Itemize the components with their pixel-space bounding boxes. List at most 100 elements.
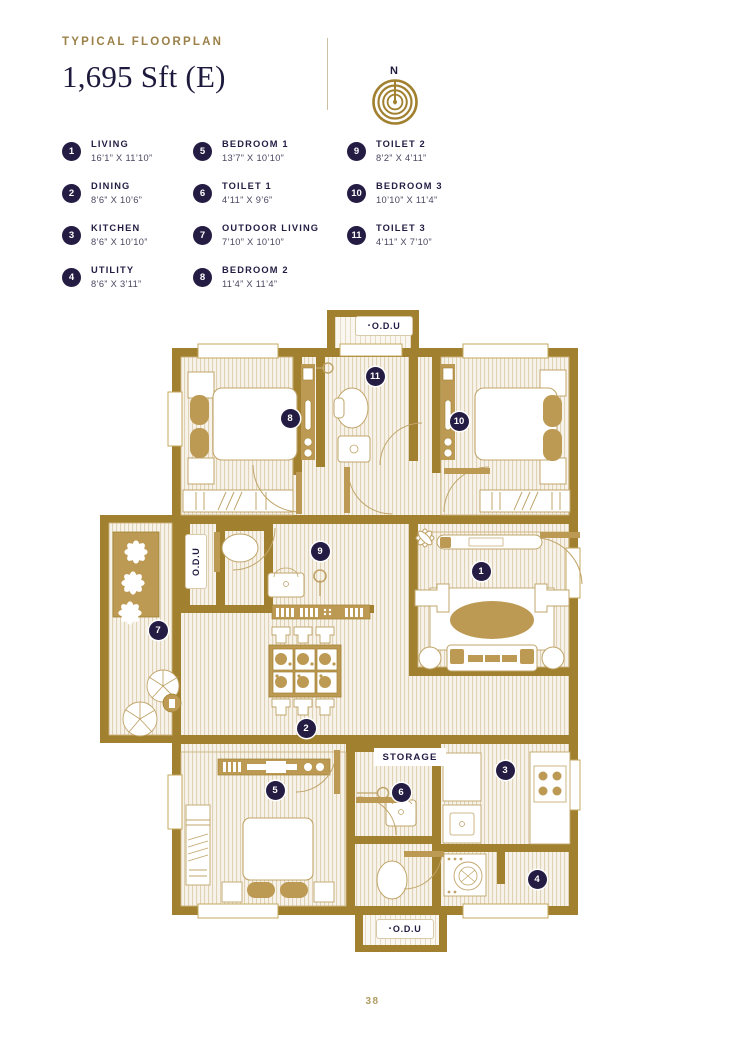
legend-room-dim: 8’6” X 10’6” [91, 195, 143, 205]
legend-badge: 8 [193, 268, 212, 287]
legend-room-name: UTILITY [91, 265, 135, 275]
legend-room-name: TOILET 1 [222, 181, 272, 191]
plan-marker-bedroom-3[interactable]: 10 [449, 411, 469, 431]
legend-column-3: 9 TOILET 2 8’2” X 4’11” 10 BEDROOM 3 10’… [347, 138, 497, 264]
door-leaf-bedroom-1 [334, 750, 340, 794]
door-swing-toilet-3 [379, 422, 423, 466]
plan-marker-bedroom-1[interactable]: 5 [265, 780, 285, 800]
toilet-2-fixtures [221, 533, 305, 598]
legend-badge: 9 [347, 142, 366, 161]
plan-marker-dining[interactable]: 2 [296, 718, 316, 738]
door-leaf-toilet-2 [214, 532, 220, 572]
plan-marker-living[interactable]: 1 [471, 561, 491, 581]
bedroom-1-furniture [185, 758, 335, 903]
living-furniture [414, 528, 570, 672]
legend-room-name: KITCHEN [91, 223, 141, 233]
legend-room-name: DINING [91, 181, 131, 191]
door-swing-toilet-2 [232, 527, 276, 571]
utility-fixtures [443, 853, 487, 897]
legend-room-dim: 4’11” X 9’6” [222, 195, 273, 205]
plan-marker-utility[interactable]: 4 [527, 869, 547, 889]
legend-item-bedroom-2: 8 BEDROOM 2 11’4” X 11’4” [193, 264, 343, 306]
legend-room-name: BEDROOM 3 [376, 181, 443, 191]
plan-marker-bedroom-2[interactable]: 8 [280, 408, 300, 428]
dining-furniture [268, 604, 371, 716]
legend-item-outdoor-living: 7 OUTDOOR LIVING 7’10” X 10’10” [193, 222, 343, 264]
legend-badge: 10 [347, 184, 366, 203]
legend-room-dim: 16’1” X 11’10” [91, 153, 153, 163]
washing-machine [443, 853, 487, 897]
planter-flowers [118, 540, 148, 625]
outdoor-living-furniture [112, 531, 182, 737]
legend-badge: 3 [62, 226, 81, 245]
legend-room-dim: 13’7” X 10’10” [222, 153, 285, 163]
toilet-3-fixtures [316, 362, 371, 463]
kitchen-hob [533, 765, 567, 803]
door-swing-bedroom-3 [443, 466, 490, 513]
legend-room-name: TOILET 2 [376, 139, 426, 149]
legend-item-living: 1 LIVING 16’1” X 11’10” [62, 138, 192, 180]
legend-item-bedroom-3: 10 BEDROOM 3 10’10” X 11’4” [347, 180, 497, 222]
door-leaf-bedroom-3 [444, 468, 490, 474]
door-leaf-corridor [344, 467, 350, 513]
toilet-2-tap-icon [313, 569, 327, 596]
bedroom-1-bed [242, 817, 314, 881]
legend-badge: 4 [62, 268, 81, 287]
legend-item-toilet-1: 6 TOILET 1 4’11” X 9’6” [193, 180, 343, 222]
legend-room-dim: 8’6” X 10’10” [91, 237, 148, 247]
odu-bullet-icon: · [388, 922, 393, 935]
living-entry-door [539, 532, 583, 585]
legend-room-dim: 10’10” X 11’4” [376, 195, 438, 205]
legend-item-utility: 4 UTILITY 8’6” X 3’11” [62, 264, 192, 306]
odu-label-bottom: ·O.D.U [376, 919, 434, 939]
header-kicker: TYPICAL FLOORPLAN [62, 36, 224, 48]
legend-room-name: BEDROOM 1 [222, 139, 289, 149]
bedroom-3-furniture [441, 364, 571, 513]
header-divider [327, 38, 328, 110]
legend-badge: 2 [62, 184, 81, 203]
legend-room-dim: 7’10” X 10’10” [222, 237, 285, 247]
legend-room-name: BEDROOM 2 [222, 265, 289, 275]
plan-marker-toilet-1[interactable]: 6 [391, 782, 411, 802]
legend-room-name: OUTDOOR LIVING [222, 223, 320, 233]
legend-room-name: TOILET 3 [376, 223, 426, 233]
odu-label-left: O.D.U [185, 534, 207, 589]
page-number: 38 [365, 996, 380, 1007]
plan-marker-kitchen[interactable]: 3 [495, 760, 515, 780]
bedroom-2-furniture [182, 364, 315, 513]
door-swing-bedroom-2 [252, 464, 301, 513]
door-leaf-kitchen [404, 851, 444, 857]
door-swing-kitchen [403, 850, 443, 890]
legend-column-2: 5 BEDROOM 1 13’7” X 10’10” 6 TOILET 1 4’… [193, 138, 343, 306]
living-plant [415, 528, 435, 548]
plan-marker-toilet-2[interactable]: 9 [310, 541, 330, 561]
toilet-1-fixtures [376, 798, 417, 900]
plan-marker-outdoor-living[interactable]: 7 [148, 620, 168, 640]
page-header: TYPICAL FLOORPLAN 1,695 Sft (E) N [62, 36, 682, 125]
door-leaf-toilet-1 [356, 797, 398, 803]
legend-badge: 1 [62, 142, 81, 161]
bedroom-1-wardrobe [185, 804, 211, 886]
legend-badge: 5 [193, 142, 212, 161]
odu-label-top: ·O.D.U [355, 316, 413, 336]
kitchen-fixtures [442, 751, 571, 845]
legend-room-dim: 4’11” X 7’10” [376, 237, 432, 247]
compass-rings [372, 79, 418, 125]
legend-item-kitchen: 3 KITCHEN 8’6” X 10’10” [62, 222, 192, 264]
legend-room-dim: 8’6” X 3’11” [91, 279, 142, 289]
legend-room-name: LIVING [91, 139, 129, 149]
living-coffee-table [450, 601, 534, 639]
compass-north-label: N [390, 65, 398, 77]
legend-room-dim: 8’2” X 4’11” [376, 153, 427, 163]
legend-badge: 11 [347, 226, 366, 245]
door-leaf-bedroom-2 [296, 472, 302, 514]
windows [167, 343, 581, 919]
odu-bullet-icon: · [367, 319, 372, 332]
legend-item-toilet-3: 11 TOILET 3 4’11” X 7’10” [347, 222, 497, 264]
legend-badge: 6 [193, 184, 212, 203]
living-armchairs [414, 583, 570, 613]
plan-marker-toilet-3[interactable]: 11 [365, 366, 385, 386]
floorplan-drawing: 1 2 3 4 5 6 7 8 9 10 11 ·O.D.U O.D.U ·O.… [0, 300, 745, 970]
legend-item-bedroom-1: 5 BEDROOM 1 13’7” X 10’10” [193, 138, 343, 180]
kitchen-fridge [442, 752, 482, 802]
